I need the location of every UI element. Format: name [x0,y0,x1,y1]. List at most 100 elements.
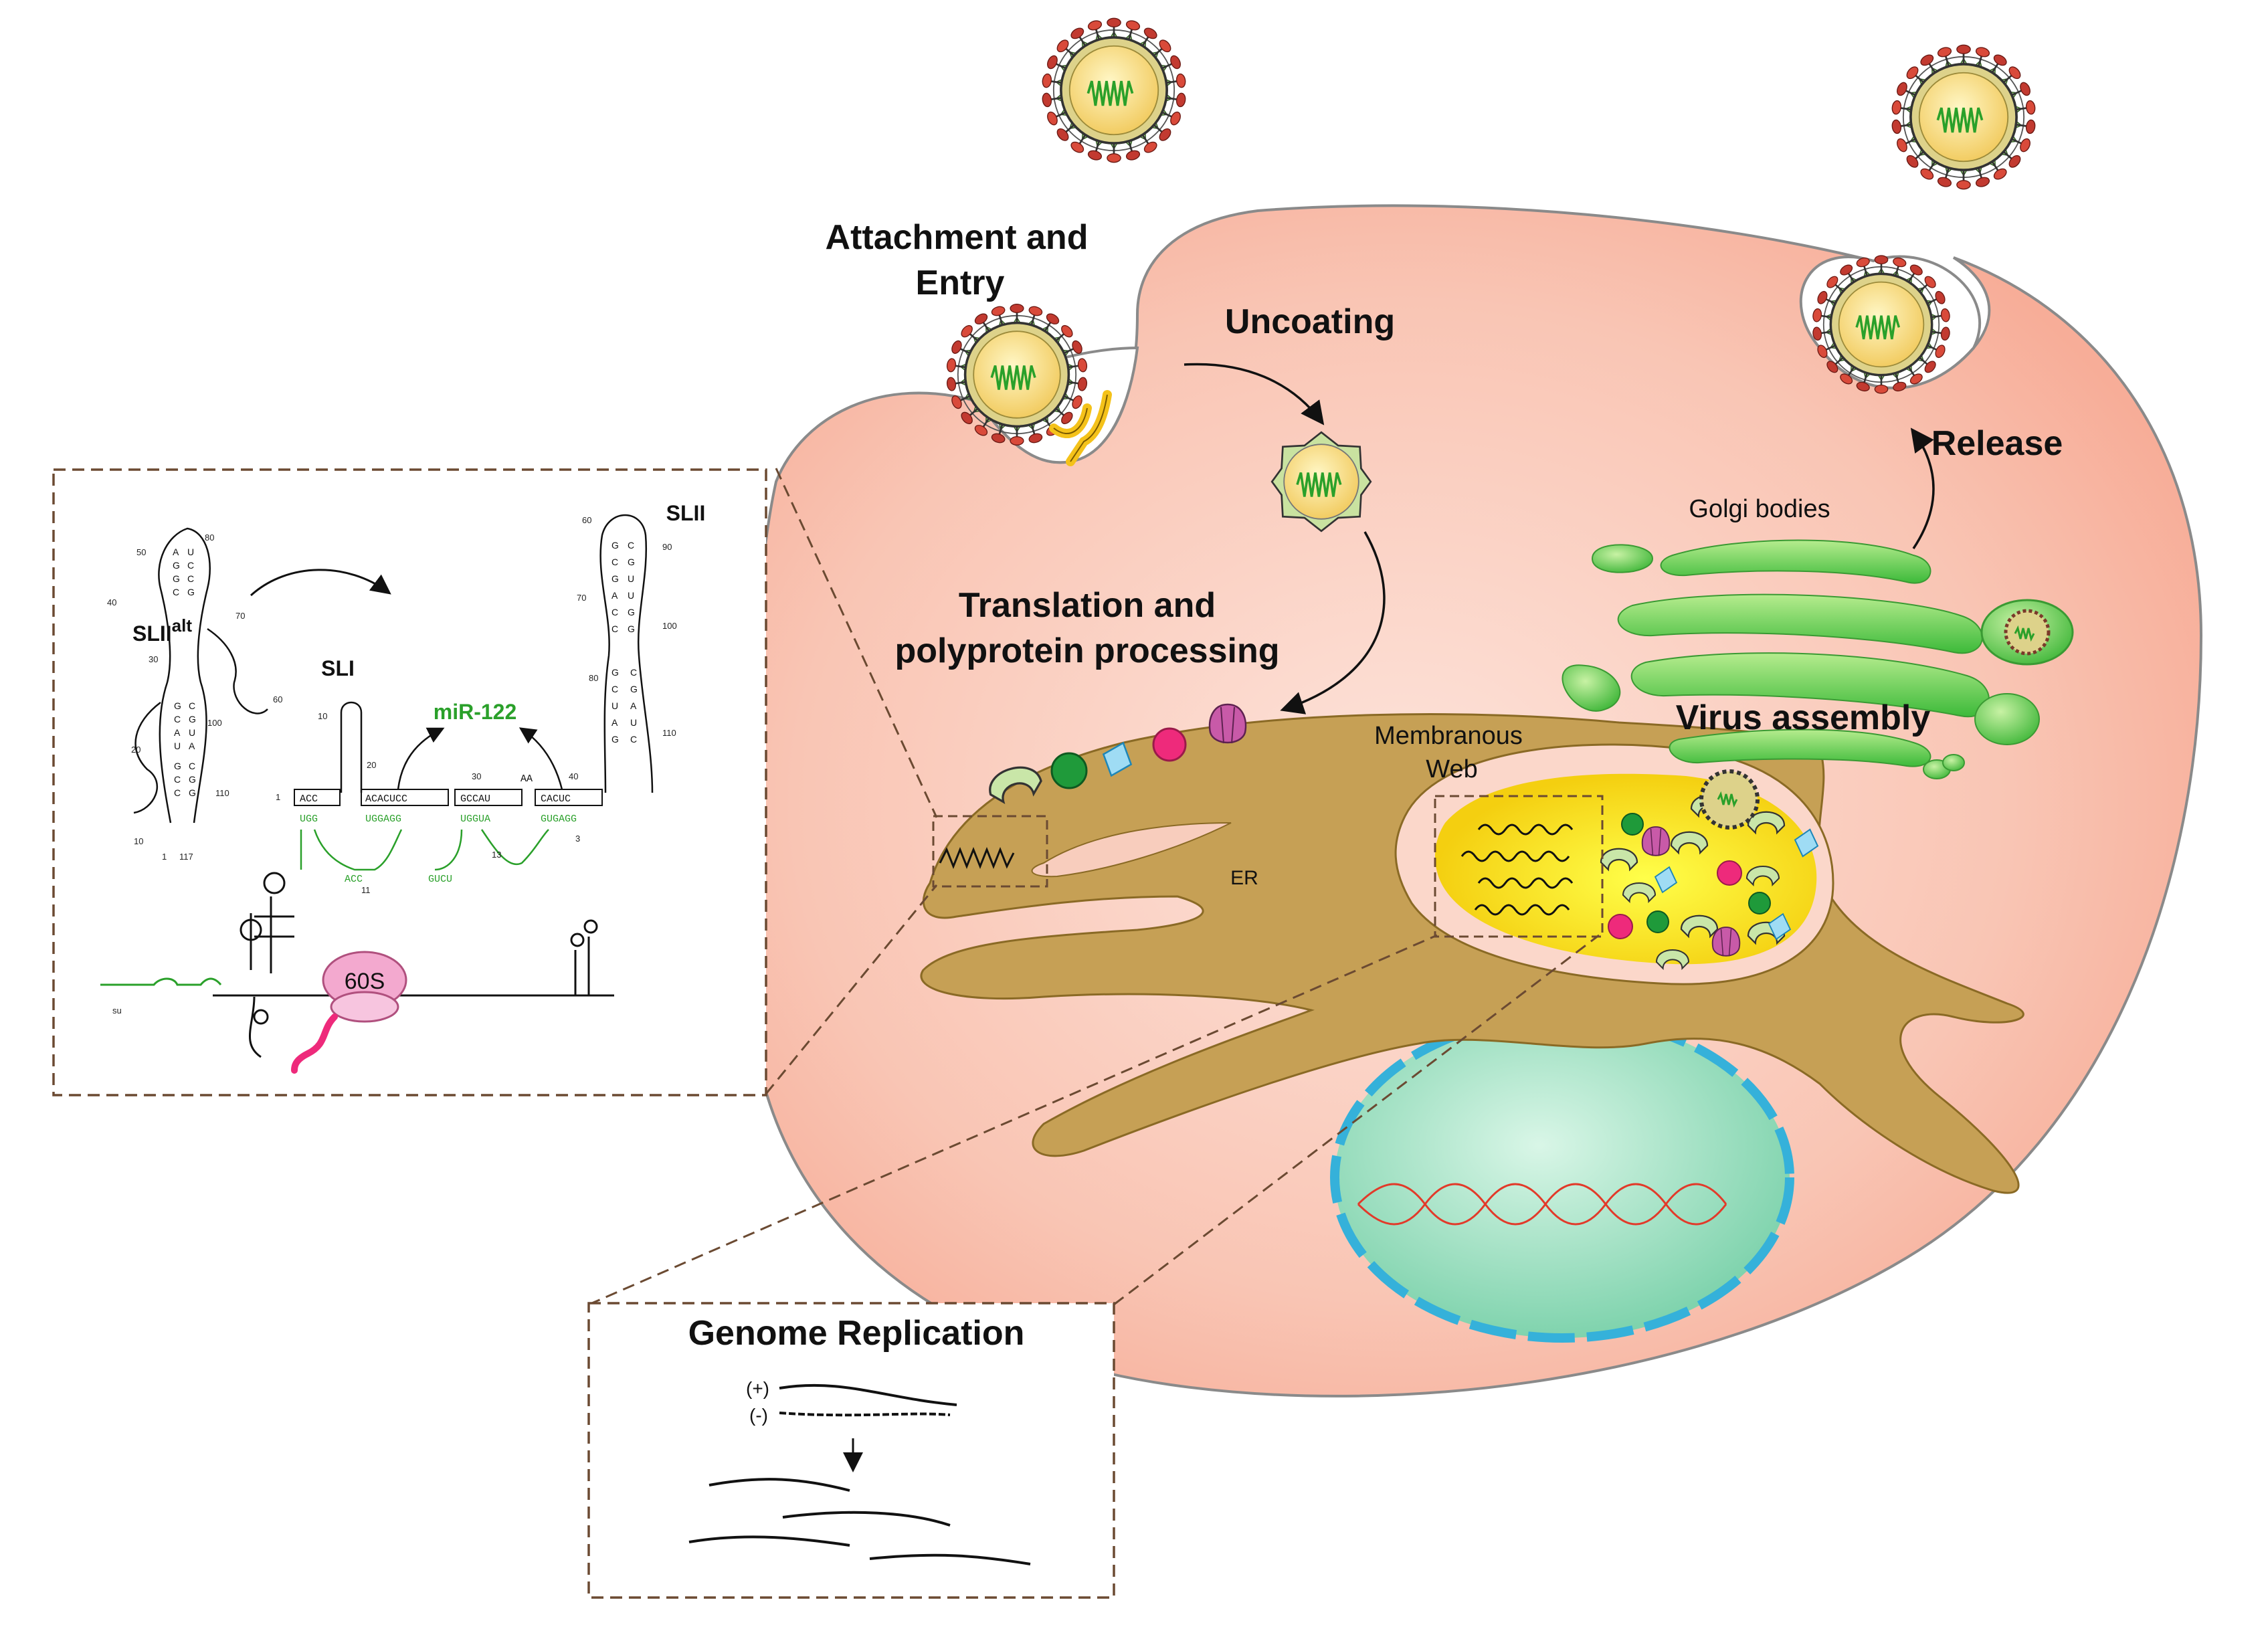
host-dna-helix-strand-2 [1357,1183,1727,1226]
pos-slii-alt-110: 110 [215,788,229,798]
svg-text:G: G [174,700,181,711]
seq-box-2: ACACUCC [365,793,407,805]
arrow-mir-right [518,727,563,790]
svg-text:G: G [173,573,180,584]
svg-text:C: C [187,573,194,584]
label-membranous-line2: Web [1426,755,1477,783]
pos-slii-alt-10: 10 [134,836,143,846]
svg-text:G: G [189,714,196,725]
svg-text:G: G [611,540,619,551]
seq-green-3: UGGUA [460,813,490,825]
svg-text:G: G [628,623,635,634]
slii-alt-structure [133,527,268,824]
label-translation-line2: polyprotein processing [895,632,1280,670]
ribosome-40s [330,991,399,1023]
svg-text:C: C [630,734,637,745]
connector-replication-left [588,934,1438,1306]
svg-text:G: G [189,787,196,798]
svg-text:G: G [174,761,181,771]
web-proteins [1600,769,1822,969]
pos-slii-alt-30: 30 [149,654,158,664]
extracellular-virion-1 [1040,17,1188,164]
pos-mir-11: 11 [361,885,371,895]
svg-text:G: G [611,573,619,584]
label-minus-strand: (-) [749,1405,768,1426]
extracellular-virion-2 [1890,43,2037,191]
slii-stem [599,514,654,793]
pos-mir-13: 13 [492,850,501,860]
seq-aa: AA [521,773,533,785]
pos-sli-10: 10 [318,711,327,721]
svg-text:A: A [630,700,637,711]
svg-text:C: C [611,684,618,694]
pos-30: 30 [472,771,481,781]
replication-rna-strands [1460,824,1574,916]
svg-text:U: U [174,741,181,751]
label-60s: 60S [345,969,385,994]
er-lumen-gap [1031,822,1232,878]
label-slii-alt: SLIIalt [132,615,192,646]
svg-text:U: U [187,547,194,557]
replication-zoom-box [1434,795,1604,938]
pos-slii-80: 80 [589,673,598,683]
label-plus-strand: (+) [746,1378,769,1399]
pos-slii-70: 70 [577,593,586,603]
svg-text:C: C [187,560,194,571]
label-su: su [112,1005,122,1016]
svg-text:C: C [189,700,195,711]
svg-text:U: U [189,727,195,738]
virion-in-vesicle-rna [2014,625,2035,642]
nucleus [1335,1017,1790,1338]
er-protein-green-dot [1050,752,1088,789]
svg-text:G: G [173,560,180,571]
pos-slii-alt-100: 100 [207,718,222,728]
arrow-to-er [1280,531,1386,714]
pos-slii-alt-20: 20 [131,745,140,755]
label-mir-122: miR-122 [434,700,517,724]
pos-slii-alt-50: 50 [136,547,146,557]
plus-strand-rna [779,1383,957,1406]
svg-text:G: G [611,734,619,745]
pos-40: 40 [569,771,578,781]
seq-box-3: GCCAU [460,793,490,805]
pos-slii-alt-80: 80 [205,533,214,543]
genome-replication-inset [587,1302,1115,1599]
seed-binding-row [294,789,603,806]
pos-slii-alt-117: 117 [179,852,193,862]
nascent-peptide [291,1014,338,1074]
pos-slii-90: 90 [662,542,672,552]
rna-structure-inset [52,468,767,1096]
svg-text:C: C [628,540,634,551]
seq-box-4: CACUC [541,793,571,805]
label-er: ER [1230,867,1258,889]
translation-zoom-rna [939,846,1015,870]
connector-translation-bottom [765,884,938,1094]
label-genome-replication: Genome Replication [688,1314,1025,1353]
label-sli: SLI [321,656,355,680]
arrow-release [1910,427,1935,549]
svg-text:C: C [611,557,618,567]
mrna-green-5utr [100,977,222,986]
sli-stem [340,701,363,793]
svg-text:C: C [611,623,618,634]
pos-start-1: 1 [276,792,280,802]
svg-text:U: U [628,590,634,601]
pos-mir-3: 3 [575,834,580,844]
svg-text:G: G [189,774,196,785]
svg-text:C: C [174,714,181,725]
label-attachment-line2: Entry [916,264,1005,302]
arrow-uncoating [1184,363,1325,425]
svg-text:G: G [630,684,638,694]
seq-green-loop-1: ACC [345,874,363,885]
label-attachment-line1: Attachment and [826,218,1089,257]
svg-text:C: C [630,667,637,678]
seq-green-loop-2: GUCU [428,874,452,885]
svg-text:A: A [173,547,179,557]
mir-122-strand [300,829,549,871]
pos-slii-alt-1: 1 [162,852,167,862]
label-virus-assembly: Virus assembly [1676,698,1931,737]
svg-text:U: U [630,717,637,728]
svg-text:G: G [611,667,619,678]
